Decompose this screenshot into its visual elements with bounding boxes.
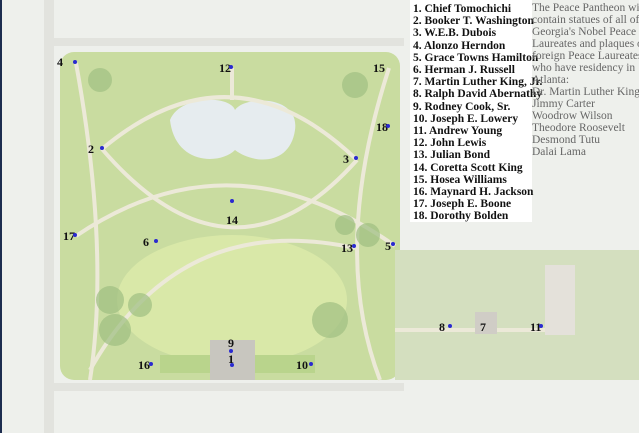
laureate-name: Desmond Tutu bbox=[532, 134, 601, 146]
marker-label: 2 bbox=[88, 142, 94, 156]
great-lawn bbox=[117, 235, 347, 365]
building bbox=[545, 265, 575, 335]
description-line: The Peace Pantheon will bbox=[532, 2, 639, 14]
marker-label: 1 bbox=[228, 352, 234, 366]
description-line: Laureates and plaques of bbox=[532, 38, 639, 50]
marker-label: 3 bbox=[343, 152, 349, 166]
east-plaza bbox=[395, 250, 639, 380]
legend-item: 16. Maynard H. Jackson bbox=[413, 186, 534, 199]
legend-item: 4. Alonzo Herndon bbox=[413, 39, 506, 52]
marker-label: 6 bbox=[143, 235, 149, 249]
legend-item: 6. Herman J. Russell bbox=[413, 64, 515, 77]
street-south bbox=[54, 383, 404, 391]
laureate-name: Theodore Roosevelt bbox=[532, 122, 625, 134]
legend-item: 12. John Lewis bbox=[413, 137, 487, 150]
statue-location-dot bbox=[230, 199, 234, 203]
statue-location-dot bbox=[391, 242, 395, 246]
description-line: who have residency in bbox=[532, 62, 636, 74]
tree-clusters bbox=[88, 68, 380, 346]
marker-label: 12 bbox=[219, 61, 231, 75]
statue-location-dot bbox=[539, 324, 543, 328]
legend-item: 17. Joseph E. Boone bbox=[413, 198, 512, 211]
legend-item: 1. Chief Tomochichi bbox=[413, 3, 512, 15]
statue-location-dot bbox=[229, 349, 233, 353]
marker-label: 9 bbox=[228, 336, 234, 350]
description-line: contain statues of all of bbox=[532, 14, 639, 26]
legend-item: 2. Booker T. Washington bbox=[413, 15, 534, 28]
statue-location-dot bbox=[154, 239, 158, 243]
marker-label: 4 bbox=[57, 55, 63, 69]
pantheon-plaza bbox=[210, 340, 255, 380]
statue-location-dot bbox=[352, 244, 356, 248]
description-text: The Peace Pantheon will contain statues … bbox=[532, 2, 639, 158]
legend-item: 15. Hosea Williams bbox=[413, 173, 507, 186]
statue-location-dot bbox=[354, 156, 358, 160]
legend-item: 7. Martin Luther King, Jr. bbox=[413, 76, 543, 89]
legend-item: 11. Andrew Young bbox=[413, 125, 503, 138]
marker-label: 18 bbox=[376, 120, 388, 134]
legend-item: 18. Dorothy Bolden bbox=[413, 210, 509, 223]
marker-label: 15 bbox=[373, 61, 385, 75]
statue-location-dot bbox=[230, 363, 234, 367]
description-line: Georgia's Nobel Peace bbox=[532, 26, 637, 38]
marker-label: 17 bbox=[63, 229, 75, 243]
statue-location-dot bbox=[229, 65, 233, 69]
legend-item: 8. Ralph David Abernathy bbox=[413, 88, 543, 101]
laureate-name: Jimmy Carter bbox=[532, 98, 595, 110]
marker-label: 8 bbox=[439, 320, 445, 334]
legend-item: 10. Joseph E. Lowery bbox=[413, 112, 519, 125]
legend-item: 13. Julian Bond bbox=[413, 149, 491, 162]
marker-label: 10 bbox=[296, 358, 308, 372]
marker-label: 11 bbox=[530, 320, 542, 334]
laureate-name: Woodrow Wilson bbox=[532, 110, 613, 122]
laureate-name: Dalai Lama bbox=[532, 146, 586, 158]
statue-location-dot bbox=[73, 60, 77, 64]
street-west bbox=[44, 0, 54, 433]
statue-location-dot bbox=[309, 362, 313, 366]
legend-item: 9. Rodney Cook, Sr. bbox=[413, 100, 511, 113]
legend-item: 3. W.E.B. Dubois bbox=[413, 27, 497, 40]
legend-item: 14. Coretta Scott King bbox=[413, 161, 523, 174]
marker-label: 14 bbox=[226, 213, 238, 227]
statue-location-dot bbox=[448, 324, 452, 328]
marker-label: 5 bbox=[385, 239, 391, 253]
marker-label: 7 bbox=[480, 320, 486, 334]
statue-location-dot bbox=[149, 362, 153, 366]
laureate-name: Dr. Martin Luther King, Jr bbox=[532, 86, 639, 98]
statue-location-dot bbox=[100, 146, 104, 150]
marker-label: 13 bbox=[341, 241, 353, 255]
statue-location-dot bbox=[386, 124, 390, 128]
left-border bbox=[0, 0, 2, 433]
description-line: foreign Peace Laureates bbox=[532, 50, 639, 62]
pond bbox=[170, 99, 296, 160]
street-north bbox=[54, 38, 404, 46]
statue-legend: 1. Chief Tomochichi 2. Booker T. Washing… bbox=[410, 0, 543, 223]
legend-item: 5. Grace Towns Hamilton bbox=[413, 51, 539, 64]
statue-location-dot bbox=[73, 233, 77, 237]
marker-label: 16 bbox=[138, 358, 150, 372]
description-line: Atlanta: bbox=[532, 74, 570, 86]
